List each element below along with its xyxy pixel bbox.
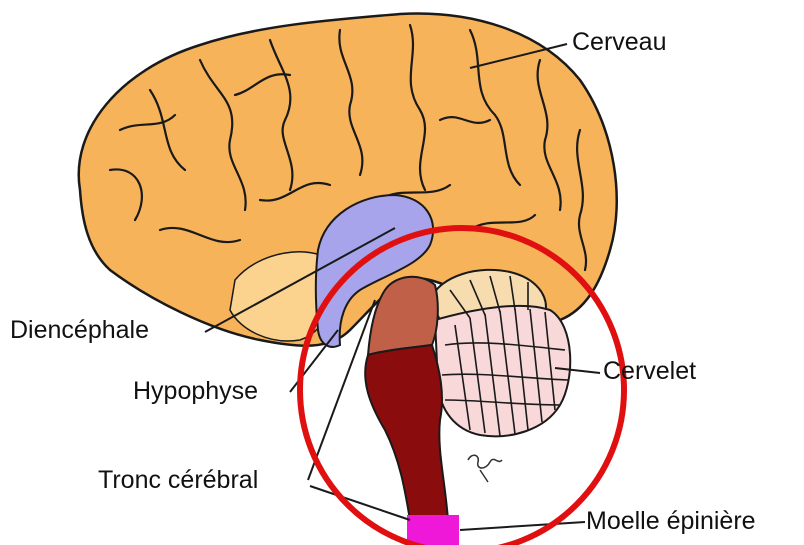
label-diencephale: Diencéphale (10, 318, 149, 343)
signature-mark (468, 455, 502, 482)
label-moelle-epiniere: Moelle épinière (586, 509, 756, 534)
label-hypophyse: Hypophyse (133, 379, 258, 404)
label-cervelet: Cervelet (603, 359, 696, 384)
spinal-cord-shape (407, 515, 459, 545)
brainstem-shape (365, 345, 448, 520)
label-cerveau: Cerveau (572, 30, 667, 55)
label-tronc-cerebral: Tronc cérébral (98, 468, 258, 493)
